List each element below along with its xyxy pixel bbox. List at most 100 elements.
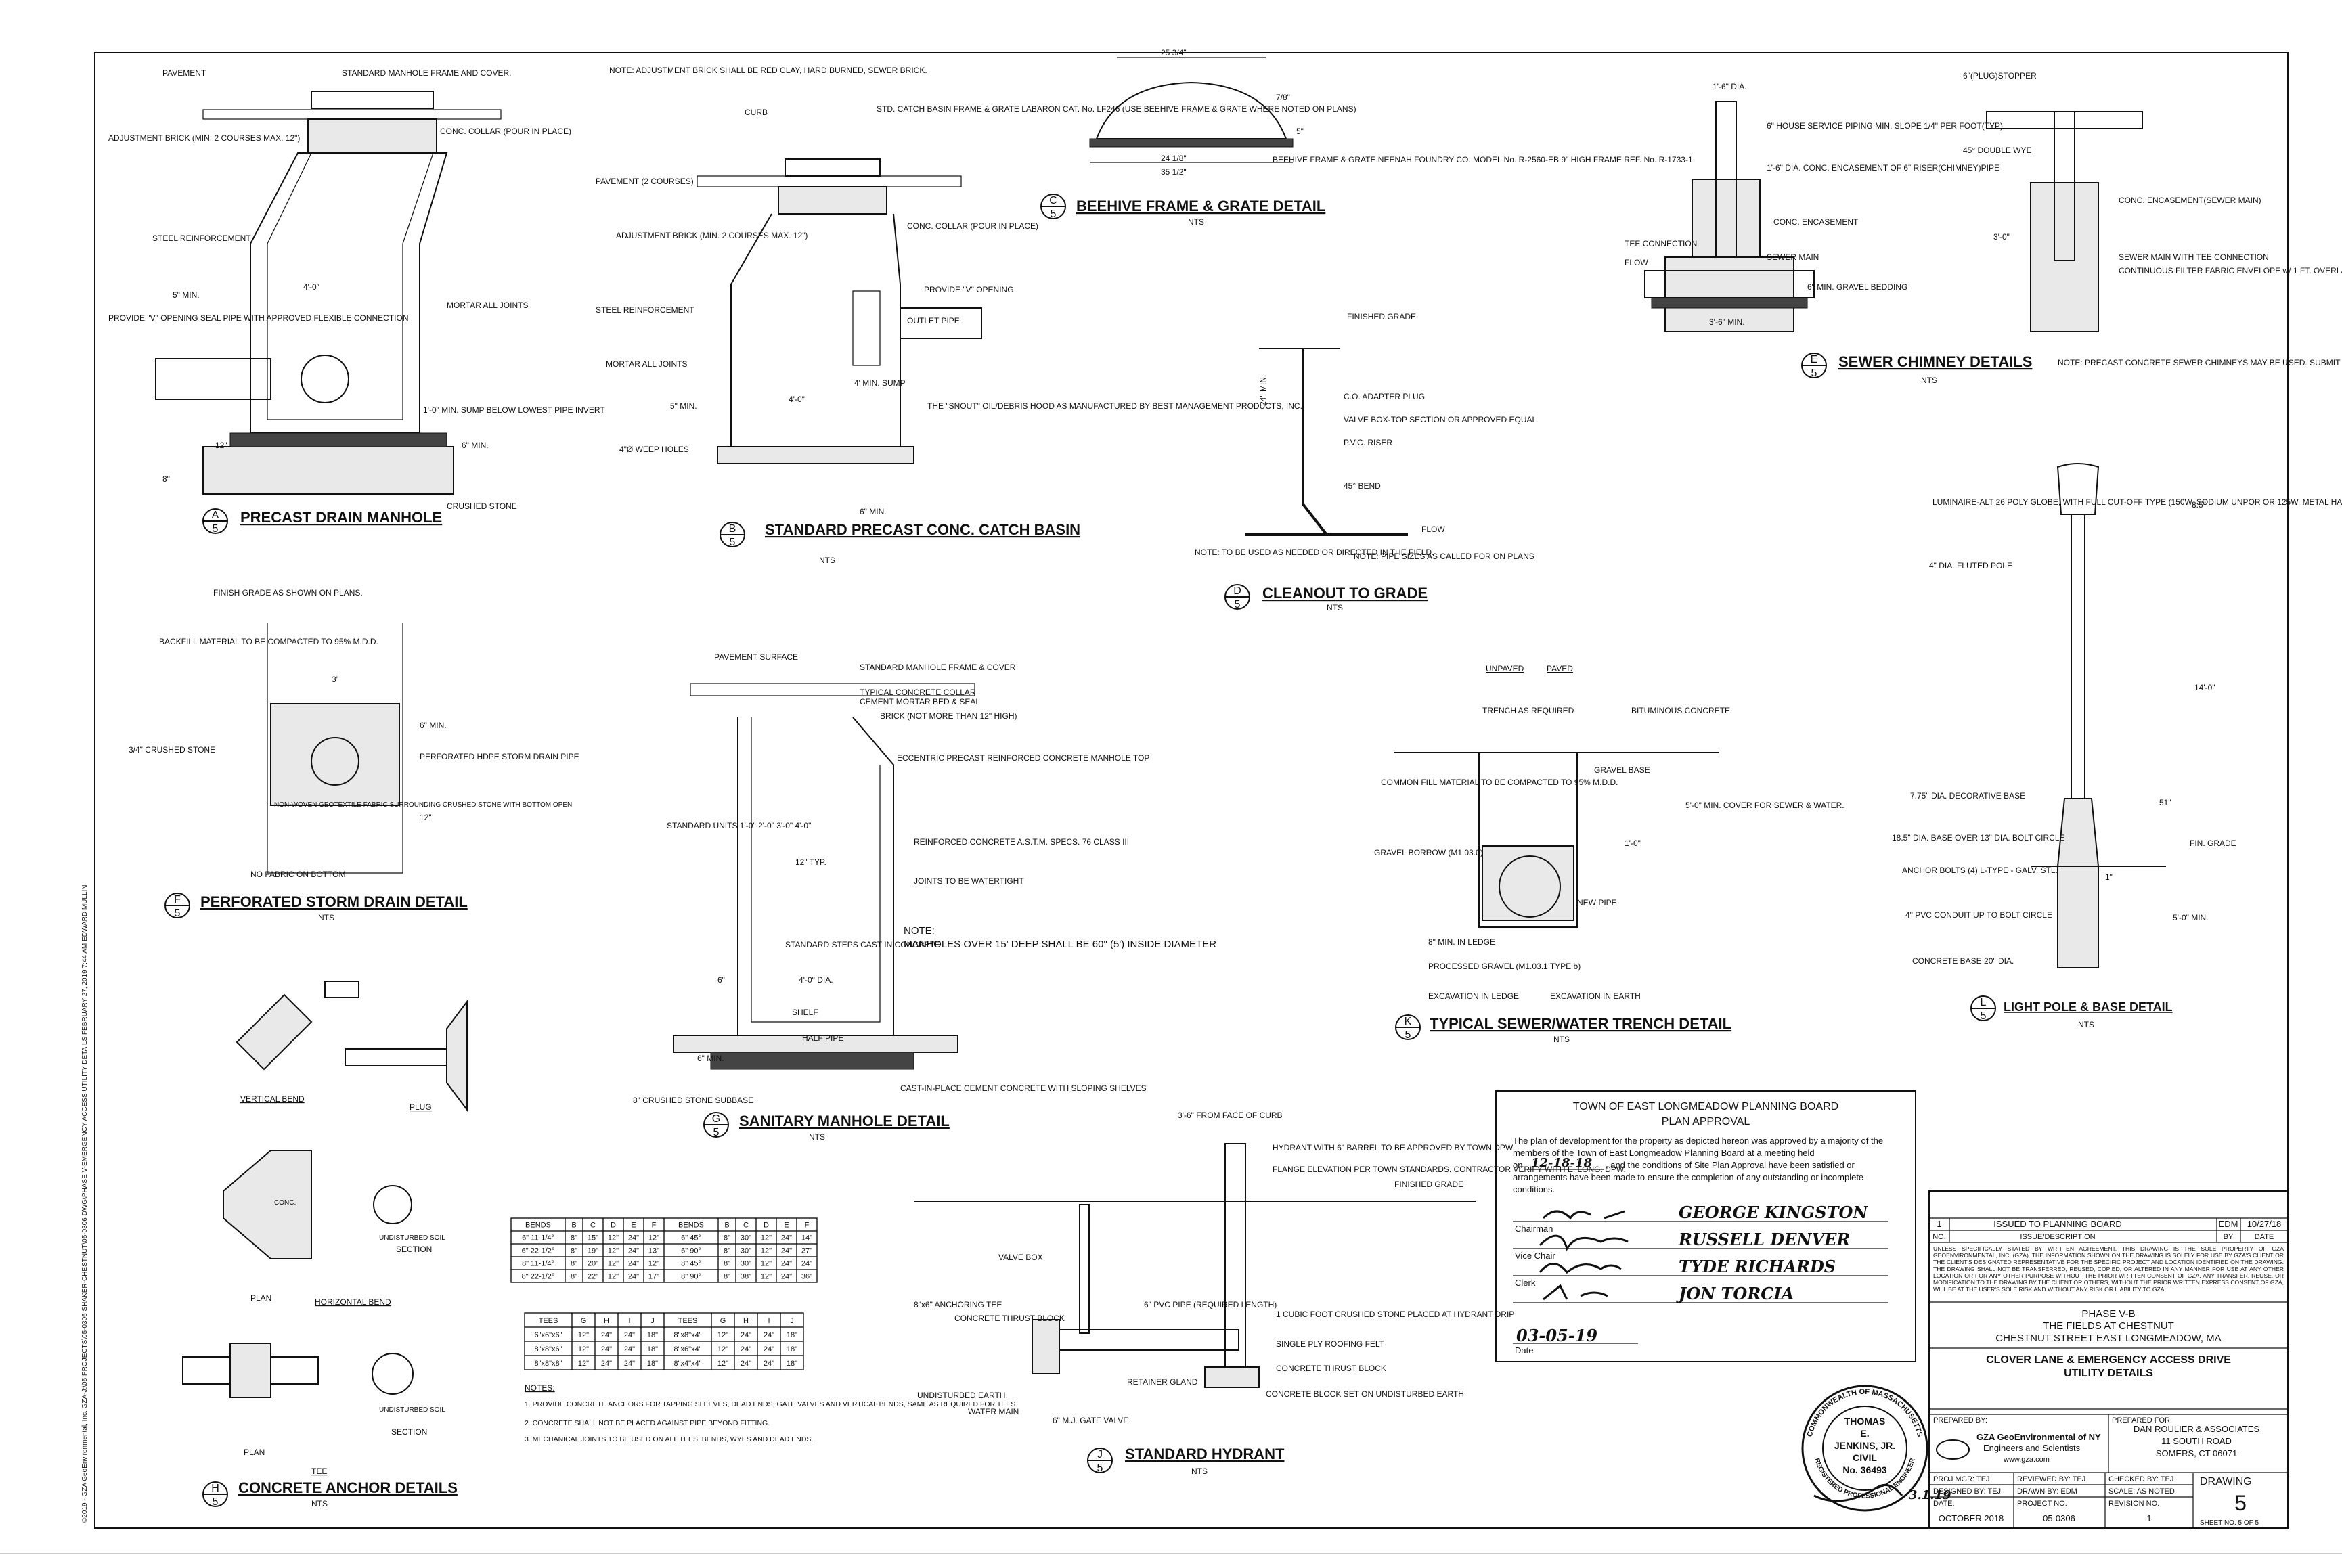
label: 1'-0" MIN. SUMP BELOW LOWEST PIPE INVERT	[423, 405, 605, 415]
detail-letter: C	[1049, 195, 1057, 206]
detail-letter: L	[1981, 997, 1987, 1008]
table-header-cell: E	[631, 1222, 636, 1230]
client-city: SOMERS, CT 06071	[2156, 1448, 2237, 1458]
label: RETAINER GLAND	[1127, 1377, 1198, 1387]
label: 24 1/8"	[1161, 154, 1187, 163]
label: CONC.	[274, 1199, 296, 1207]
detail-title: SANITARY MANHOLE DETAIL	[739, 1113, 950, 1129]
signer-name: TYDE RICHARDS	[1679, 1257, 1836, 1276]
label: PROCESSED GRAVEL (M1.03.1 TYPE b)	[1428, 962, 1581, 971]
detail-sheet-ref: 5	[1235, 599, 1241, 610]
table-cell: 18"	[787, 1360, 797, 1368]
label: PROVIDE "V" OPENING SEAL PIPE WITH APPRO…	[108, 313, 409, 323]
drawn-by: DRAWN BY: EDM	[2017, 1487, 2077, 1496]
label: FINISHED GRADE	[1394, 1180, 1463, 1189]
plug-block	[446, 1000, 468, 1112]
decorative-base	[2056, 798, 2100, 867]
label: MORTAR ALL JOINTS	[606, 359, 687, 369]
manhole-cone	[250, 152, 448, 434]
label: HALF PIPE	[802, 1033, 843, 1043]
label: SEWER MAIN	[1767, 252, 1819, 262]
label: 6" HOUSE SERVICE PIPING MIN. SLOPE 1/4" …	[1767, 121, 2003, 131]
member-signature	[1543, 1284, 1608, 1301]
label: TYPICAL CONCRETE COLLAR	[860, 688, 976, 697]
approval-body-line: , and the conditions of Site Plan Approv…	[1606, 1160, 1855, 1170]
label: 4'-0"	[303, 282, 319, 292]
crushed-stone-envelope	[270, 703, 400, 806]
label: 8"x6" ANCHORING TEE	[914, 1300, 1002, 1309]
label: HYDRANT WITH 6" BARREL TO BE APPROVED BY…	[1273, 1143, 1515, 1152]
note: 2. CONCRETE SHALL NOT BE PLACED AGAINST …	[525, 1419, 770, 1427]
detail-letter: B	[729, 523, 736, 535]
detail-letter: G	[712, 1113, 720, 1125]
table-header-cell: I	[768, 1317, 770, 1325]
label: 3'	[332, 675, 338, 684]
disclaimer-box: UNLESS SPECIFICALLY STATED BY WRITTEN AG…	[1933, 1245, 2284, 1293]
label: 6" MIN. GRAVEL BEDDING	[1807, 282, 1907, 292]
label: NON-WOVEN GEOTEXTILE FABRIC SURROUNDING …	[274, 801, 572, 809]
detail-scale: NTS	[1327, 603, 1343, 612]
seal-outer-ring	[1801, 1385, 1928, 1512]
label: 1 CUBIC FOOT CRUSHED STONE PLACED AT HYD…	[1276, 1309, 1514, 1319]
table-cell: 12"	[648, 1260, 659, 1268]
detail-title: BEEHIVE FRAME & GRATE DETAIL	[1076, 198, 1325, 215]
table-cell: 24"	[624, 1345, 635, 1353]
table-cell: 12"	[761, 1247, 772, 1255]
table-cell: 8" 90°	[681, 1273, 701, 1281]
rev-date: 10/27/18	[2247, 1219, 2282, 1229]
designed-by: DESIGNED BY: TEJ	[1933, 1487, 2001, 1496]
table-header-cell: H	[604, 1317, 609, 1325]
client-name: DAN ROULIER & ASSOCIATES	[2134, 1424, 2259, 1434]
detail-title: TYPICAL SEWER/WATER TRENCH DETAIL	[1430, 1015, 1731, 1032]
project-no-label: PROJECT NO.	[2017, 1500, 2067, 1508]
label: GRAVEL BORROW (M1.03.0)	[1374, 848, 1483, 857]
table-cell-border	[780, 1355, 804, 1370]
approval-body-line: conditions.	[1513, 1184, 1555, 1194]
table-cell: 24"	[601, 1331, 612, 1339]
label: PAVEMENT SURFACE	[714, 652, 798, 662]
table-cell: 12"	[608, 1273, 619, 1281]
detail-h-concrete-anchor: VERTICAL BEND PLUG PLAN HORIZONTAL BEND …	[182, 981, 468, 1508]
table-cell: 17"	[648, 1273, 659, 1281]
sheet-number: SHEET NO. 5 OF 5	[2200, 1519, 2259, 1527]
client-address: 11 SOUTH ROAD	[2161, 1436, 2232, 1446]
detail-sheet-ref: 5	[1811, 367, 1817, 379]
plug-pipe	[345, 1048, 447, 1066]
detail-title: SEWER CHIMNEY DETAILS	[1838, 353, 2032, 370]
rev-no: 1	[1937, 1219, 1941, 1229]
label: 6" M.J. GATE VALVE	[1053, 1416, 1128, 1425]
detail-letter: K	[1405, 1016, 1412, 1027]
table-cell: 12"	[761, 1260, 772, 1268]
label: PLUG	[410, 1102, 432, 1112]
rev-description: ISSUED TO PLANNING BOARD	[1993, 1219, 2122, 1229]
trench-walls	[1478, 753, 1578, 928]
table-cell: 24"	[628, 1247, 639, 1255]
table-header-cell: G	[720, 1317, 726, 1325]
rev-header: ISSUE/DESCRIPTION	[2020, 1233, 2095, 1241]
label: 4" DIA. FLUTED POLE	[1929, 561, 2012, 570]
label: NOTE: PIPE SIZES AS CALLED FOR ON PLANS	[1354, 552, 1534, 561]
label: P.V.C. RISER	[1344, 438, 1392, 447]
label: PAVED	[1547, 664, 1573, 673]
table-cell: 30"	[741, 1234, 751, 1242]
label: NOTE: ADJUSTMENT BRICK SHALL BE RED CLAY…	[609, 66, 927, 75]
label: PROVIDE "V" OPENING	[924, 285, 1014, 294]
table-cell: 12"	[578, 1331, 589, 1339]
label: STEEL REINFORCEMENT	[152, 233, 251, 243]
detail-e-sewer-chimney: 1'-6" DIA. 6" HOUSE SERVICE PIPING MIN. …	[1625, 71, 2342, 385]
label: NOTE:	[904, 925, 935, 937]
table-cell: 24"	[628, 1273, 639, 1281]
label: 14'-0"	[2194, 683, 2215, 692]
table-cell: 36"	[801, 1273, 812, 1281]
signed-date: 03-05-19	[1516, 1326, 1597, 1345]
label: TEE	[311, 1466, 327, 1476]
proj-mgr: PROJ MGR: TEJ	[1933, 1475, 1990, 1483]
detail-scale: NTS	[311, 1499, 328, 1508]
manhole-inner	[751, 717, 881, 1023]
project-name: THE FIELDS AT CHESTNUT	[2043, 1320, 2174, 1332]
table-cell: 14"	[801, 1234, 812, 1242]
label: SHELF	[792, 1008, 818, 1017]
detail-letter: H	[211, 1483, 219, 1494]
label: CRUSHED STONE	[447, 501, 517, 511]
